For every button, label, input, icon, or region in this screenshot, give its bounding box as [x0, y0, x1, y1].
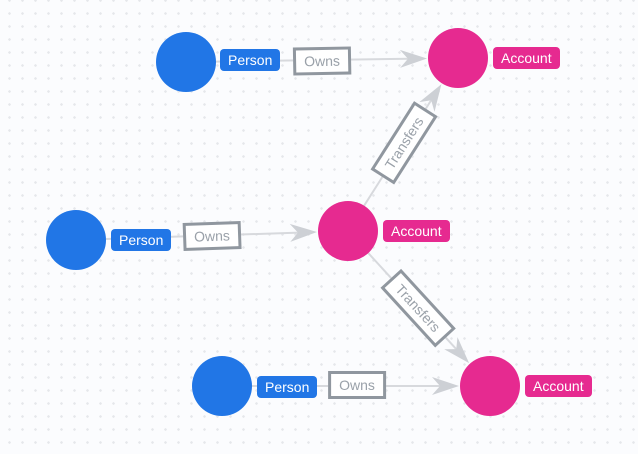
- account-node-1-label: Account: [493, 47, 560, 69]
- edge-transfers-1-arrow-icon: [419, 84, 442, 112]
- edge-label-owns-1[interactable]: Owns: [292, 46, 352, 76]
- person-node-2-label: Person: [111, 229, 172, 251]
- person-node-1[interactable]: [156, 32, 216, 92]
- account-node-1[interactable]: [428, 28, 488, 88]
- account-node-2-label: Account: [383, 220, 450, 242]
- account-node-3[interactable]: [460, 356, 520, 416]
- edge-label-owns-3[interactable]: Owns: [328, 371, 386, 399]
- edge-transfers-2-arrow-icon: [444, 337, 470, 364]
- person-node-1-label: Person: [220, 49, 281, 71]
- edge-owns-2-arrow-icon: [289, 223, 317, 242]
- edge-owns-1-arrow-icon: [399, 49, 427, 68]
- edge-label-owns-2[interactable]: Owns: [182, 220, 242, 252]
- person-node-2[interactable]: [46, 210, 106, 270]
- person-node-3-label: Person: [257, 376, 318, 398]
- edge-owns-3-arrow-icon: [432, 377, 459, 395]
- account-node-2[interactable]: [318, 201, 378, 261]
- person-node-3[interactable]: [192, 356, 252, 416]
- account-node-3-label: Account: [525, 375, 592, 397]
